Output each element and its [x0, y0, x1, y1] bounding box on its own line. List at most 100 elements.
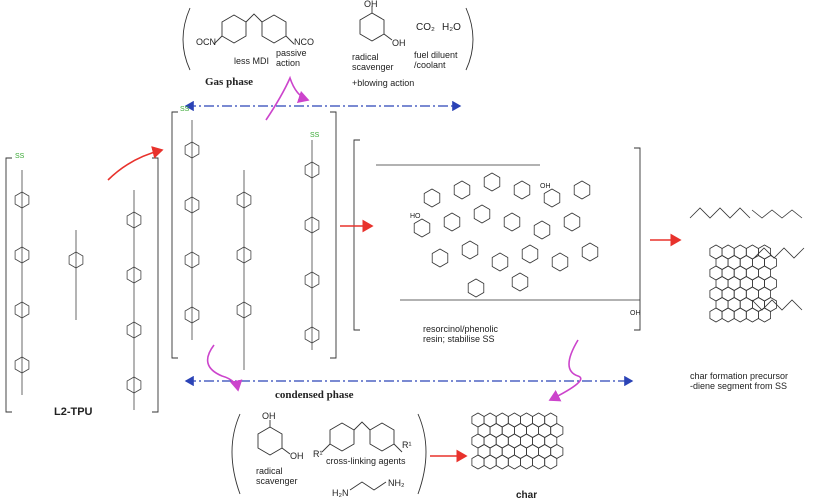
chain-ring: [236, 191, 252, 209]
arrow-to-condensed: [206, 344, 243, 392]
resin-ring: [467, 278, 485, 298]
char-sheet: [471, 412, 564, 470]
arrow-resin-to-char-curve: [548, 339, 582, 402]
resin-oh-end: OH: [630, 310, 641, 317]
condensed-paren: [231, 413, 427, 495]
radical-scavenger-cond: radical scavenger: [256, 466, 298, 487]
resin-ring: [511, 272, 529, 292]
gas-nco-label: NCO: [294, 37, 314, 47]
resin-ring: [443, 212, 461, 232]
gas-paren-left: [182, 7, 191, 71]
r1-left-label: R¹: [313, 449, 323, 459]
char-ring: [520, 454, 533, 470]
char-precursor-ring: [758, 307, 771, 323]
co2-label: CO₂: [416, 22, 435, 33]
char-precursor-ring: [721, 307, 735, 323]
chain-ring: [304, 271, 320, 289]
cond-oh-bottom: OH: [290, 451, 304, 461]
chain-ring: [68, 251, 84, 269]
gas-ocn-label: OCN: [196, 37, 216, 47]
chain-ring: [14, 356, 30, 374]
chain-ring: [14, 191, 30, 209]
chain-ring: [14, 301, 30, 319]
resin-ring: [521, 244, 539, 264]
chain-ring: [14, 246, 30, 264]
passive-action-label: passive action: [276, 48, 307, 69]
resorcinol-ring-gas: [359, 12, 385, 42]
gas-oh-bottom: OH: [392, 38, 406, 48]
mid-bracket: [171, 111, 337, 359]
h2n-label: H₂N: [332, 488, 349, 498]
resorcinol-ring-cond: [257, 426, 283, 456]
resin-ring: [483, 172, 501, 192]
char-ring: [483, 454, 497, 470]
l2tpu-label: L2-TPU: [54, 406, 93, 418]
mdi-ring-right: [261, 14, 287, 44]
char-label: char: [516, 490, 538, 501]
gas-paren-right: [465, 7, 474, 71]
resin-ring: [473, 204, 491, 224]
chain-ring: [184, 251, 200, 269]
char-precursor-ring: [745, 307, 759, 323]
chain-ring: [184, 141, 200, 159]
ethylenediamine: [349, 481, 387, 491]
resin-ring: [513, 180, 531, 200]
polymer-chains: [14, 120, 320, 410]
ss-label-left: SS: [15, 153, 25, 160]
phenolic-resin-network: [376, 164, 640, 301]
chain-ring: [126, 211, 142, 229]
resin-bracket: [353, 139, 641, 331]
chain-ring: [304, 216, 320, 234]
resin-ring: [533, 220, 551, 240]
chain-ring: [126, 321, 142, 339]
resin-ring: [573, 180, 591, 200]
chain-ring: [126, 266, 142, 284]
condensed-phase-label: condensed phase: [275, 389, 354, 401]
chain-ring: [304, 326, 320, 344]
arrow-tpu-to-mid: [107, 146, 164, 181]
chain-ring: [236, 301, 252, 319]
nh2-label: NH₂: [388, 478, 405, 488]
char-ring: [544, 454, 558, 470]
char-precursor-caption: char formation precursor -diene segment …: [690, 371, 789, 392]
less-mdi-label: less MDI: [234, 56, 270, 66]
char-precursor-ring: [733, 307, 747, 323]
resin-ring: [551, 252, 569, 272]
chain-ring: [236, 246, 252, 264]
resin-ring: [491, 252, 509, 272]
char-ring: [507, 454, 521, 470]
gas-products-group: [182, 6, 474, 71]
resin-ring: [461, 240, 479, 260]
char-ring: [532, 454, 546, 470]
resin-ring: [423, 188, 441, 208]
char-ring: [471, 454, 485, 470]
fuel-diluent-label: fuel diluent /coolant: [414, 50, 458, 71]
mdi-ring-left: [221, 14, 247, 44]
r1-right-label: R¹: [402, 440, 412, 450]
resin-ring: [543, 188, 561, 208]
gas-phase-label: Gas phase: [205, 76, 253, 88]
char-ring: [495, 454, 509, 470]
chain-ring: [184, 306, 200, 324]
diene-segments: [689, 207, 805, 311]
resin-ring: [581, 242, 599, 262]
ss-label-mid: SS: [180, 106, 190, 113]
resin-oh-label: HO: [410, 213, 421, 220]
chain-ring: [304, 161, 320, 179]
blowing-action-label: +blowing action: [352, 78, 415, 88]
radical-scavenger-gas: radical scavenger: [352, 52, 394, 73]
chain-ring: [126, 376, 142, 394]
h2o-label: H₂O: [442, 22, 461, 33]
resin-caption: resorcinol/phenolic resin; stabilise SS: [423, 324, 499, 345]
xlink-ring-right: [369, 422, 395, 452]
char-precursor-sheet: [709, 244, 777, 323]
condensed-molecules: [257, 420, 403, 491]
cross-linking-label: cross-linking agents: [326, 456, 406, 466]
char-precursor-ring: [709, 307, 723, 323]
resin-oh2-label: OH: [540, 183, 551, 190]
arrow-to-gas: [265, 75, 310, 121]
resin-ring: [413, 218, 431, 238]
ss-label-right: SS: [310, 132, 320, 139]
cond-oh-top: OH: [262, 411, 276, 421]
